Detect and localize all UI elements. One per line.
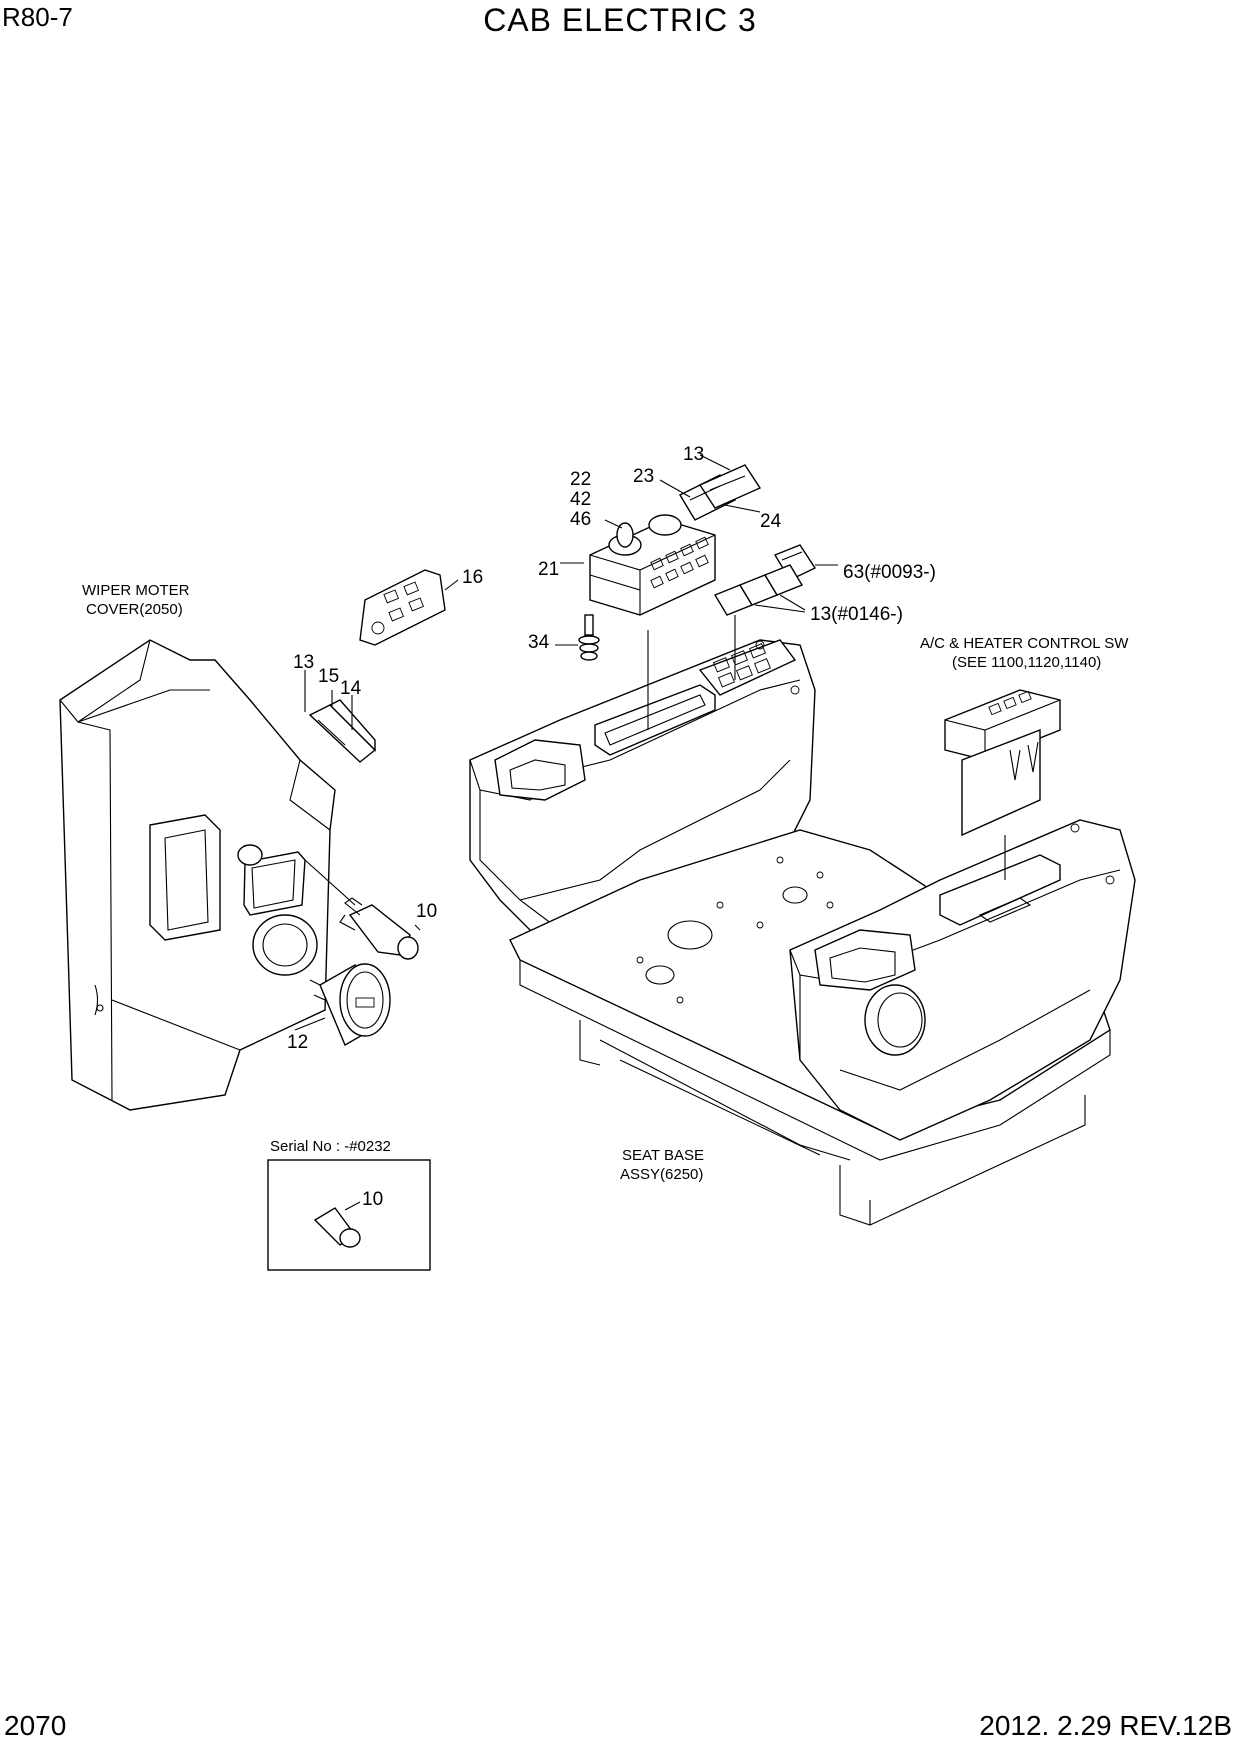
- serial-inset: [267, 1159, 431, 1271]
- callout-23: 23: [633, 466, 654, 487]
- callout-10-inset: 10: [362, 1189, 383, 1210]
- callout-42: 42: [570, 489, 591, 510]
- callout-15: 15: [318, 666, 339, 687]
- callout-63: 63(#0093-): [843, 562, 936, 583]
- callout-46: 46: [570, 509, 591, 530]
- note-ac-line2: (SEE 1100,1120,1140): [952, 654, 1101, 671]
- callout-13: 13: [683, 444, 704, 465]
- callout-10: 10: [416, 901, 437, 922]
- part-34-screw: [555, 614, 600, 661]
- callout-13-left: 13: [293, 652, 314, 673]
- note-ac-line1: A/C & HEATER CONTROL SW: [920, 635, 1129, 652]
- part-16-switch-plate: [359, 569, 459, 646]
- callout-21: 21: [538, 559, 559, 580]
- callout-24: 24: [760, 511, 782, 532]
- wiper-motor-cover: [59, 639, 336, 1111]
- callout-13-0146: 13(#0146-): [810, 604, 903, 625]
- note-wiper-line2: COVER(2050): [86, 601, 183, 618]
- revision-date: 2012. 2.29 REV.12B: [979, 1710, 1232, 1741]
- page-number: 2070: [4, 1710, 67, 1741]
- callout-16: 16: [462, 567, 483, 588]
- part-13-blank-covers: [713, 564, 806, 680]
- page-title: CAB ELECTRIC 3: [483, 2, 757, 38]
- note-seat-base-line1: SEAT BASE: [622, 1147, 704, 1164]
- callout-14: 14: [340, 678, 362, 699]
- ac-heater-control-switch: [944, 689, 1061, 880]
- callout-34: 34: [528, 632, 550, 653]
- part-12-hour-meter: [294, 963, 391, 1047]
- part-13-15-14-switch: [304, 670, 377, 763]
- part-10-cigar-lighter: [304, 859, 421, 960]
- callout-12: 12: [287, 1032, 308, 1053]
- note-serial: Serial No : -#0232: [270, 1138, 391, 1155]
- part-23-24-rocker-switches: [659, 454, 762, 521]
- note-seat-base-line2: ASSY(6250): [620, 1166, 703, 1183]
- right-console-box: [789, 819, 1136, 1141]
- part-21-switch-panel: [560, 514, 716, 730]
- callout-22: 22: [570, 469, 591, 490]
- note-wiper-line1: WIPER MOTER: [82, 582, 190, 599]
- model-code: R80-7: [2, 2, 73, 32]
